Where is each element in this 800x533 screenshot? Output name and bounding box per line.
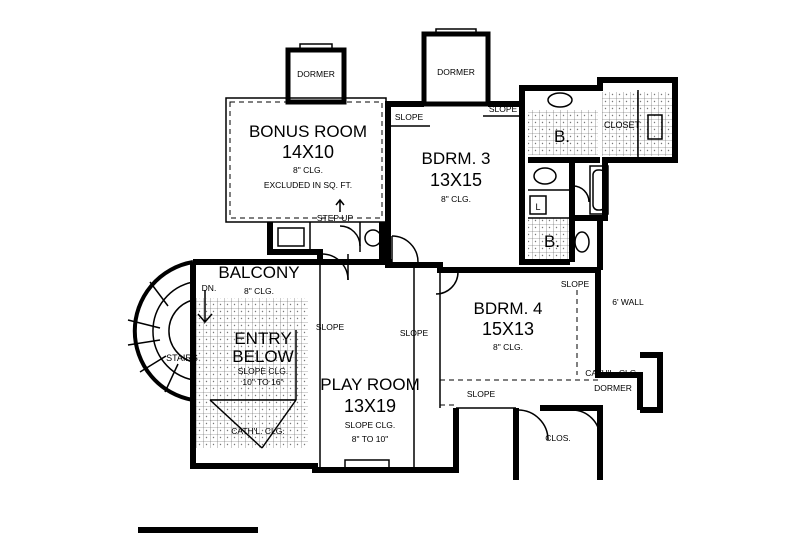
interior-walls (309, 90, 639, 470)
bdrm4-name: BDRM. 4 (474, 299, 543, 318)
balcony-ceiling: 8" CLG. (244, 286, 274, 296)
cropped-caption-text (138, 527, 258, 533)
bdrm3-slope-right: SLOPE (489, 104, 518, 114)
bdrm3-name: BDRM. 3 (422, 149, 491, 168)
entry-ceiling1: SLOPE CLG. (238, 366, 289, 376)
bdrm4-size: 15X13 (482, 319, 534, 339)
play-room-ceiling1: SLOPE CLG. (345, 420, 396, 430)
bonus-room-name: BONUS ROOM (249, 122, 367, 141)
bdrm3-size: 13X15 (430, 170, 482, 190)
bdrm4-slope-top: SLOPE (561, 279, 590, 289)
bdrm4-slope-bottom: SLOPE (467, 389, 496, 399)
bonus-room-ceiling: 8" CLG. (293, 165, 323, 175)
bonus-room-size: 14X10 (282, 142, 334, 162)
dormer-right-label: DORMER (594, 383, 632, 393)
wall-height-note: 6' WALL (612, 297, 644, 307)
entry-ceiling2: 10" TO 16" (242, 377, 283, 387)
closet-small-label: CLOS. (545, 433, 571, 443)
bath-fixtures (277, 92, 663, 253)
stairs-label: STAIRS (166, 353, 198, 363)
dormer-left-label: DORMER (297, 69, 335, 79)
balcony-name: BALCONY (218, 263, 299, 282)
step-up-arrow (335, 198, 345, 212)
play-slope-left: SLOPE (316, 322, 345, 332)
stairs-down-label: DN. (202, 283, 217, 293)
dormer-center-label: DORMER (437, 67, 475, 77)
bdrm3-slope-left: SLOPE (395, 112, 424, 122)
bdrm4-ceiling: 8" CLG. (493, 342, 523, 352)
dormer-outlines (285, 28, 491, 107)
entry-line1: ENTRY (234, 329, 291, 348)
bath-lower-label: B. (544, 232, 560, 251)
linen-label: L (535, 202, 540, 212)
bath-upper-label: B. (554, 127, 570, 146)
play-room-ceiling2: 8" TO 10" (352, 434, 388, 444)
play-room-size: 13X19 (344, 396, 396, 416)
entry-line2: BELOW (232, 347, 293, 366)
closet-label: CLOSET (604, 120, 641, 130)
tile-floor-areas (193, 92, 672, 448)
bdrm3-ceiling: 8" CLG. (441, 194, 471, 204)
bonus-room-note: EXCLUDED IN SQ. FT. (264, 180, 352, 190)
step-up-label: STEP UP (317, 213, 354, 223)
cathl-left-label: CATH'L. CLG. (231, 426, 284, 436)
spiral-staircase (127, 260, 297, 449)
play-room-window (344, 459, 390, 471)
cathl-right-label: CATH'L. CLG. (585, 368, 638, 378)
door-swings (321, 185, 601, 441)
play-room-name: PLAY ROOM (320, 375, 420, 394)
play-slope-right: SLOPE (400, 328, 429, 338)
